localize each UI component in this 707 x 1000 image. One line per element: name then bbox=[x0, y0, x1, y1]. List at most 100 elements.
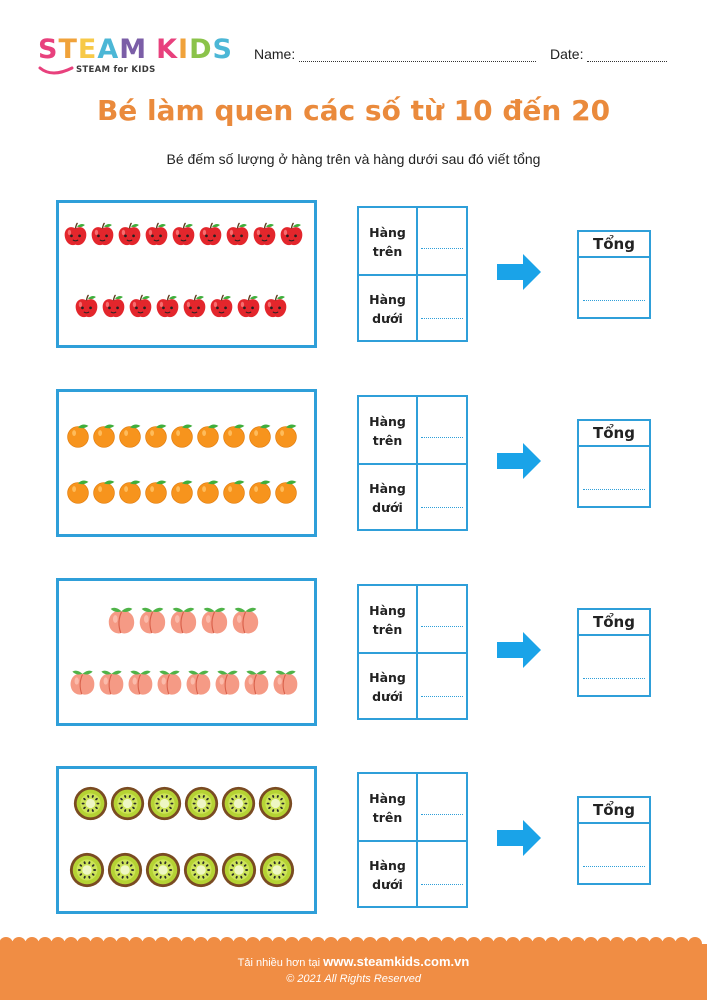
top-answer-line[interactable] bbox=[421, 248, 463, 249]
total-label: Tổng bbox=[579, 610, 649, 636]
orange-icon bbox=[143, 478, 169, 504]
footer-scallop-decoration bbox=[0, 937, 702, 948]
fruit-row-bottom bbox=[73, 293, 289, 320]
logo-letter: S bbox=[212, 34, 233, 65]
apple-icon bbox=[251, 221, 278, 248]
total-label: Tổng bbox=[579, 798, 649, 824]
kiwi-icon bbox=[220, 851, 258, 889]
bottom-answer-line[interactable] bbox=[421, 318, 463, 319]
fruit-box-apple bbox=[56, 200, 317, 348]
arrow-right-icon bbox=[497, 254, 541, 290]
fruit-row-top bbox=[106, 605, 261, 636]
apple-icon bbox=[224, 221, 251, 248]
peach-icon bbox=[271, 668, 300, 697]
apple-icon bbox=[127, 293, 154, 320]
orange-icon bbox=[117, 478, 143, 504]
name-line[interactable] bbox=[299, 49, 537, 62]
total-box: Tổng bbox=[577, 608, 651, 697]
kiwi-icon bbox=[146, 785, 183, 822]
top-answer-line[interactable] bbox=[421, 437, 463, 438]
kiwi-icon bbox=[68, 851, 106, 889]
apple-icon bbox=[100, 293, 127, 320]
logo-letter: T bbox=[58, 34, 78, 65]
total-box: Tổng bbox=[577, 230, 651, 319]
footer-download-line: Tải nhiều hơn tại www.steamkids.com.vn bbox=[0, 954, 707, 969]
orange-icon bbox=[169, 422, 195, 448]
peach-icon bbox=[155, 668, 184, 697]
orange-icon bbox=[195, 478, 221, 504]
orange-icon bbox=[221, 422, 247, 448]
footer-site-link[interactable]: www.steamkids.com.vn bbox=[323, 954, 470, 969]
logo-letter: S bbox=[38, 34, 59, 65]
apple-icon bbox=[143, 221, 170, 248]
total-answer-line[interactable] bbox=[583, 300, 645, 301]
total-box: Tổng bbox=[577, 796, 651, 885]
orange-icon bbox=[221, 478, 247, 504]
logo-subtitle: STEAM for KIDS bbox=[76, 65, 156, 75]
orange-icon bbox=[247, 478, 273, 504]
fruit-row-top bbox=[65, 422, 299, 448]
orange-icon bbox=[117, 422, 143, 448]
peach-icon bbox=[97, 668, 126, 697]
apple-icon bbox=[62, 221, 89, 248]
total-answer-line[interactable] bbox=[583, 678, 645, 679]
date-line[interactable] bbox=[587, 49, 668, 62]
total-answer-line[interactable] bbox=[583, 489, 645, 490]
apple-icon bbox=[116, 221, 143, 248]
logo-letter: I bbox=[178, 34, 190, 65]
fruit-row-top bbox=[62, 221, 305, 248]
page-title: Bé làm quen các số từ 10 đến 20 bbox=[96, 94, 611, 127]
kiwi-icon bbox=[258, 851, 296, 889]
logo-letter: K bbox=[156, 34, 179, 65]
total-answer-line[interactable] bbox=[583, 866, 645, 867]
arrow-right-icon bbox=[497, 820, 541, 856]
peach-icon bbox=[137, 605, 168, 636]
total-box: Tổng bbox=[577, 419, 651, 508]
orange-icon bbox=[273, 478, 299, 504]
logo-swoosh-icon bbox=[38, 66, 74, 75]
footer: Tải nhiều hơn tại www.steamkids.com.vn ©… bbox=[0, 937, 707, 1000]
fruit-box-orange bbox=[56, 389, 317, 537]
bottom-answer-line[interactable] bbox=[421, 507, 463, 508]
kiwi-icon bbox=[106, 851, 144, 889]
date-field[interactable]: Date: bbox=[550, 46, 668, 62]
total-label: Tổng bbox=[579, 421, 649, 447]
peach-icon bbox=[168, 605, 199, 636]
peach-icon bbox=[106, 605, 137, 636]
peach-icon bbox=[184, 668, 213, 697]
orange-icon bbox=[247, 422, 273, 448]
name-field[interactable]: Name: bbox=[254, 46, 537, 62]
bottom-answer-line[interactable] bbox=[421, 696, 463, 697]
top-answer-line[interactable] bbox=[421, 626, 463, 627]
logo-letter: A bbox=[97, 34, 120, 65]
orange-icon bbox=[91, 478, 117, 504]
logo-letter: D bbox=[189, 34, 213, 65]
arrow-right-icon bbox=[497, 443, 541, 479]
peach-icon bbox=[213, 668, 242, 697]
apple-icon bbox=[208, 293, 235, 320]
apple-icon bbox=[235, 293, 262, 320]
bottom-answer-line[interactable] bbox=[421, 884, 463, 885]
top-answer-line[interactable] bbox=[421, 814, 463, 815]
apple-icon bbox=[89, 221, 116, 248]
peach-icon bbox=[242, 668, 271, 697]
orange-icon bbox=[169, 478, 195, 504]
apple-icon bbox=[170, 221, 197, 248]
fruit-row-bottom bbox=[68, 851, 296, 889]
kiwi-icon bbox=[109, 785, 146, 822]
orange-icon bbox=[273, 422, 299, 448]
apple-icon bbox=[154, 293, 181, 320]
fruit-row-bottom bbox=[68, 668, 300, 697]
fruit-box-peach bbox=[56, 578, 317, 726]
